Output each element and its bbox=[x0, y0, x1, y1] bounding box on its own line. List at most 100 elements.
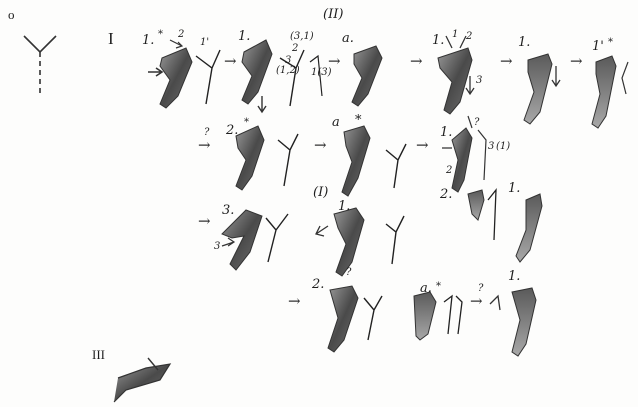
row2-step-a: 2. bbox=[226, 123, 239, 138]
glyph-outline bbox=[385, 143, 407, 189]
row3-step-a: 3. bbox=[222, 203, 235, 218]
row1-pair-c: (3,1) bbox=[290, 31, 314, 42]
row3-num-3a: 3 bbox=[214, 241, 221, 252]
row4-step-d: 1. bbox=[508, 269, 521, 284]
glyph-stroke bbox=[413, 291, 437, 341]
glyph-outline bbox=[477, 129, 487, 181]
glyph-outline bbox=[487, 188, 497, 241]
row1-pair-c2: (1,2) bbox=[276, 65, 300, 76]
arrow-mark bbox=[169, 39, 184, 49]
glyph-stroke bbox=[113, 363, 172, 403]
glyph-stroke bbox=[591, 55, 617, 129]
row2-step-b: a bbox=[332, 115, 340, 130]
arrow-mark bbox=[442, 115, 473, 149]
row4-step-a: 2. bbox=[312, 277, 325, 292]
glyph-stroke bbox=[241, 39, 273, 105]
label-section-one: I bbox=[108, 29, 114, 48]
arrow-mark bbox=[445, 35, 467, 49]
glyph-outline bbox=[489, 294, 501, 311]
glyph-outline bbox=[279, 49, 305, 107]
row1-step-a: 1. bbox=[142, 33, 155, 48]
row2-num-3c: 3 bbox=[488, 141, 495, 152]
label-section-two-paren: (II) bbox=[323, 7, 344, 22]
row3-step-b: 1. bbox=[338, 199, 351, 214]
glyph-stroke bbox=[327, 285, 359, 353]
arrow-mark bbox=[257, 96, 267, 114]
row4-star-b: * bbox=[436, 281, 441, 292]
row1-num-2e: 2 bbox=[466, 31, 473, 42]
glyph-outline bbox=[309, 54, 323, 97]
row2-star-a: * bbox=[244, 117, 249, 128]
glyph-outline bbox=[277, 133, 299, 187]
y-shape-diagram bbox=[23, 35, 57, 96]
row1-star-a: * bbox=[158, 29, 163, 40]
row-4-glyphs: → → bbox=[288, 285, 537, 357]
arrow-mark bbox=[465, 76, 475, 96]
glyph-stroke bbox=[341, 125, 371, 197]
arrow-mark bbox=[221, 237, 236, 247]
row1-num-3e: 3 bbox=[476, 75, 483, 86]
row1-num-2a: 2 bbox=[178, 29, 185, 40]
arrow-glyph: → bbox=[288, 292, 301, 310]
row-2-glyphs: → → → bbox=[198, 115, 487, 197]
arrow-glyph: → bbox=[500, 52, 513, 70]
arrow-mark bbox=[315, 225, 329, 237]
row1-pair-c3: 1(3) bbox=[311, 67, 332, 78]
glyph-stroke bbox=[437, 47, 473, 115]
row2-question-c: ? bbox=[474, 117, 480, 128]
glyph-stroke bbox=[511, 287, 537, 357]
glyph-outline bbox=[621, 61, 629, 95]
row2-question: ? bbox=[204, 127, 210, 138]
arrow-glyph: → bbox=[470, 292, 483, 310]
glyph-outline bbox=[265, 213, 289, 263]
row1-step-g: 1' bbox=[592, 39, 604, 54]
row1-num-2c: 2 bbox=[292, 43, 299, 54]
row1-step-f: 1. bbox=[518, 35, 531, 50]
glyph-outline bbox=[147, 357, 159, 371]
arrow-glyph: → bbox=[570, 52, 583, 70]
row4-step-b: a. bbox=[420, 281, 432, 296]
label-zero: o bbox=[8, 7, 15, 22]
arrow-glyph: → bbox=[198, 136, 211, 154]
glyph-outline bbox=[443, 294, 463, 335]
row2-num-2c: 2 bbox=[446, 165, 453, 176]
row-1-glyphs: → → → → → bbox=[148, 35, 629, 129]
glyph-outline bbox=[363, 295, 383, 341]
glyph-stroke bbox=[467, 189, 485, 221]
label-section-one-paren: (I) bbox=[313, 185, 329, 200]
glyph-outline bbox=[195, 49, 221, 105]
row1-num-3c: 3 bbox=[285, 55, 292, 66]
glyph-stroke bbox=[515, 193, 543, 263]
arrow-mark bbox=[148, 67, 164, 77]
arrow-glyph: → bbox=[224, 52, 237, 70]
arrow-glyph: → bbox=[328, 52, 341, 70]
label-section-three: III bbox=[92, 347, 105, 362]
row-iii-glyph bbox=[113, 357, 172, 403]
glyph-outline bbox=[385, 215, 405, 265]
row4-question-a: ? bbox=[346, 267, 352, 278]
row1-step-d: a. bbox=[342, 31, 354, 46]
row3-step-c: 2. bbox=[440, 187, 453, 202]
row2-star-b: * bbox=[355, 113, 362, 128]
row2-step-c: 1. bbox=[440, 125, 453, 140]
glyph-stroke bbox=[523, 53, 553, 125]
arrow-glyph: → bbox=[198, 212, 211, 230]
arrow-glyph: → bbox=[416, 136, 429, 154]
row1-star-g: * bbox=[608, 37, 613, 48]
glyph-stroke bbox=[235, 125, 265, 191]
glyph-stroke bbox=[159, 47, 193, 109]
row1-num-1e: 1 bbox=[452, 29, 459, 40]
arrow-mark bbox=[551, 66, 561, 88]
row1-step-b: 1' bbox=[200, 37, 210, 48]
row1-step-e: 1. bbox=[432, 33, 445, 48]
arrow-glyph: → bbox=[314, 136, 327, 154]
glyph-stroke bbox=[351, 45, 383, 107]
row-2b-glyphs bbox=[467, 188, 543, 263]
glyph-stroke bbox=[451, 127, 473, 193]
glyph-stroke bbox=[221, 209, 263, 271]
row3-step-d: 1. bbox=[508, 181, 521, 196]
row4-question-c: ? bbox=[478, 283, 484, 294]
glyph-stroke bbox=[333, 207, 365, 277]
